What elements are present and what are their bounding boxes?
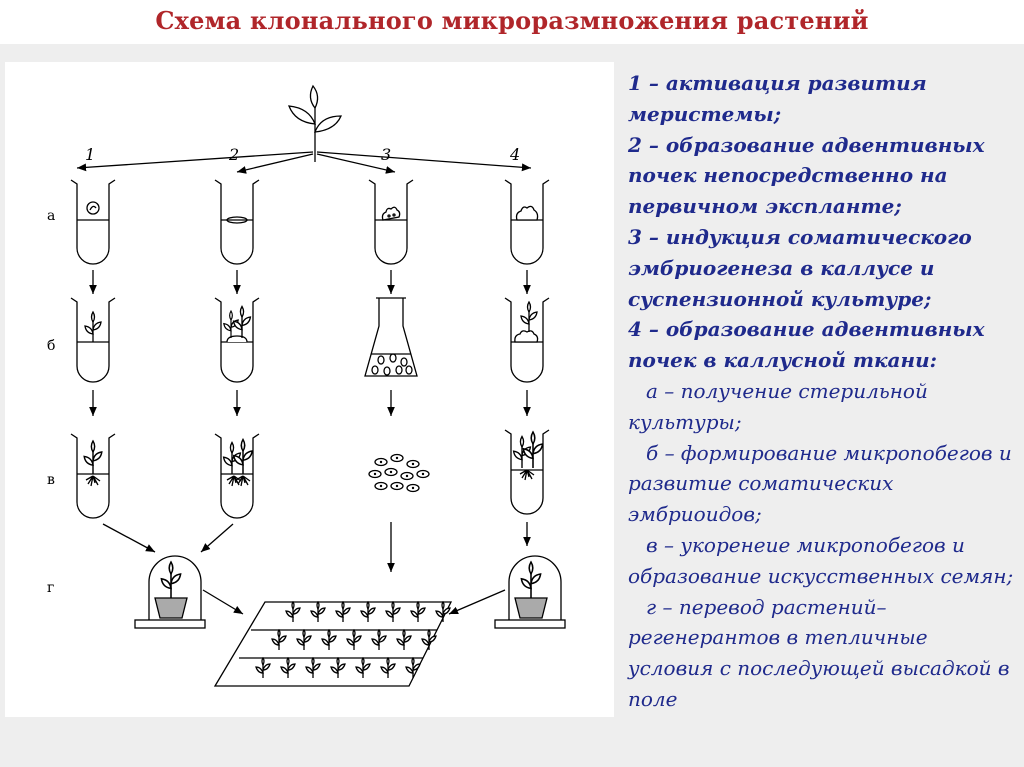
field-seedling (371, 629, 387, 651)
field-seedling (280, 657, 296, 679)
branch-arrows (76, 151, 532, 174)
diagram-svg: 1 2 3 4 а б в г (47, 84, 566, 687)
field-seedling (330, 657, 346, 679)
branch-label-3: 3 (381, 145, 391, 164)
field-seedling (410, 601, 426, 623)
field-seedling (335, 601, 351, 623)
legend: 1 – активация развития меристемы; 2 – об… (628, 68, 1018, 715)
tube-1a (70, 179, 116, 265)
legend-item-4: 4 – образование адвентивных почек в калл… (628, 317, 985, 373)
greenhouse-jar-right (494, 555, 566, 629)
tube-4c (504, 429, 550, 515)
field-seedling (405, 657, 421, 679)
stage-label-b: б (47, 338, 55, 354)
legend-item-3: 3 – индукция соматического эмбриогенеза … (628, 224, 972, 311)
tube-2b (214, 297, 260, 383)
legend-item-2: 2 – образование адвентивных почек непоср… (628, 132, 985, 219)
field-seedling (255, 657, 271, 679)
arrows-b-c (89, 390, 531, 416)
flask-3b (364, 297, 418, 377)
field-seedling (321, 629, 337, 651)
branch-label-2: 2 (228, 145, 239, 164)
stage-label-v: в (47, 472, 55, 488)
arrows-a-b (89, 270, 531, 294)
branch-label-4: 4 (509, 145, 520, 164)
tube-4a (504, 179, 550, 265)
field-seedling (435, 601, 451, 623)
tube-1c (70, 433, 116, 519)
legend-stage-b: б – формирование микропобегов и развитие… (628, 438, 1018, 530)
page-title: Схема клонального микроразмножения расте… (155, 6, 869, 35)
mother-plant (288, 84, 342, 162)
field-seedling (355, 657, 371, 679)
tube-1b (70, 297, 116, 383)
legend-stage-b-text: б – формирование микропобегов и развитие… (628, 440, 1012, 527)
legend-stage-v: в – укоренеие микропобегов и образование… (628, 530, 1018, 592)
stage-label-a: а (47, 208, 55, 224)
branch-label-1: 1 (85, 145, 95, 164)
legend-stage-a: а – получение стерильной культуры; (628, 376, 1018, 438)
tube-2a (214, 179, 260, 265)
field-seedling (380, 657, 396, 679)
field-seedling (285, 601, 301, 623)
field-seedling (385, 601, 401, 623)
tube-4b (504, 297, 550, 383)
field-seedling (346, 629, 362, 651)
stage-label-g: г (47, 580, 54, 596)
greenhouse-jar-left (134, 555, 206, 629)
diagram-panel: 1 2 3 4 а б в г (5, 62, 614, 717)
field-seedling (296, 629, 312, 651)
legend-stage-a-text: а – получение стерильной культуры; (628, 378, 928, 434)
field-seedling (271, 629, 287, 651)
field-seedling (310, 601, 326, 623)
artificial-seeds (368, 453, 430, 493)
arrows-c-d (102, 522, 531, 615)
field-seedling (396, 629, 412, 651)
field-seedling (360, 601, 376, 623)
legend-stage-v-text: в – укоренеие микропобегов и образование… (628, 532, 1014, 588)
title-bar (0, 0, 1024, 44)
legend-item-1: 1 – активация развития меристемы; (628, 71, 927, 126)
legend-stage-g: г – перевод растений–регенерантов в тепл… (628, 592, 1018, 715)
field-seedling (305, 657, 321, 679)
legend-stage-g-text: г – перевод растений–регенерантов в тепл… (628, 594, 1010, 711)
field-seedling (421, 629, 437, 651)
tube-3a (368, 179, 414, 265)
field-plot (213, 601, 453, 687)
tube-2c (214, 433, 260, 519)
